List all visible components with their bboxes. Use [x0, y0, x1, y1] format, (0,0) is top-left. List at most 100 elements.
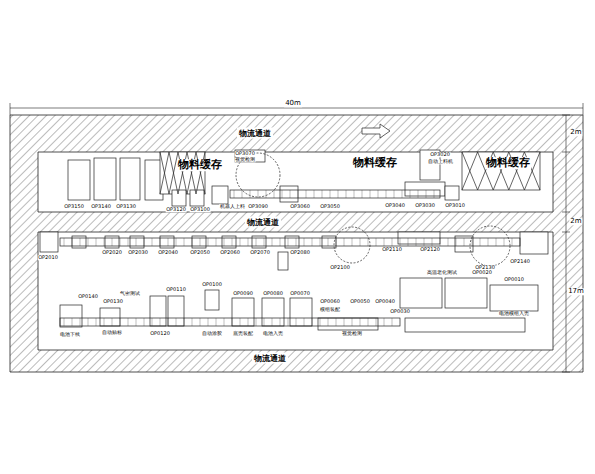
roller: [242, 190, 243, 198]
roller: [64, 238, 65, 246]
roller: [306, 190, 307, 198]
station-label: OP0070: [290, 291, 311, 296]
roller: [328, 318, 329, 326]
roller: [330, 190, 331, 198]
roller: [282, 190, 283, 198]
roller: [386, 190, 387, 198]
roller: [290, 190, 291, 198]
roller: [264, 238, 265, 246]
station-label: OP0090: [233, 291, 254, 296]
roller: [216, 238, 217, 246]
roller: [378, 190, 379, 198]
station-label: 底壳装配: [233, 331, 254, 336]
roller: [352, 238, 353, 246]
conveyor: [60, 238, 520, 246]
roller: [80, 318, 81, 326]
roller: [432, 238, 433, 246]
roller: [256, 318, 257, 326]
roller: [200, 318, 201, 326]
flow-arrow: [362, 124, 390, 138]
station-label: 自动贴标: [102, 330, 123, 335]
roller: [258, 190, 259, 198]
roller: [394, 190, 395, 198]
station-label: OP3140: [91, 204, 112, 209]
machine-outline: [520, 232, 548, 254]
roller: [208, 238, 209, 246]
roller: [160, 318, 161, 326]
roller: [360, 238, 361, 246]
station-label: OP3020: [430, 152, 451, 157]
roller: [224, 318, 225, 326]
station-label: OP3120: [166, 207, 187, 212]
conveyor: [230, 190, 440, 198]
station-label: OP0020: [472, 270, 493, 275]
roller: [368, 318, 369, 326]
roller: [264, 318, 265, 326]
roller: [80, 238, 81, 246]
machine-outline: [60, 305, 82, 327]
roller: [320, 238, 321, 246]
dimension-lines: [10, 103, 583, 372]
roller: [472, 238, 473, 246]
machines: [40, 150, 548, 332]
machine-outline: [262, 298, 284, 326]
roller: [312, 238, 313, 246]
machine-outline: [40, 232, 58, 252]
machine-outline: [405, 318, 525, 332]
roller: [232, 318, 233, 326]
roller: [128, 318, 129, 326]
roller: [336, 238, 337, 246]
roller: [240, 238, 241, 246]
station-label: 电池入壳: [263, 331, 284, 336]
roller: [362, 190, 363, 198]
roller: [72, 318, 73, 326]
machine-outline: [172, 190, 186, 206]
station-label: OP0100: [202, 282, 223, 287]
roller: [448, 238, 449, 246]
station-label: 视觉检测: [342, 331, 363, 336]
station-label: OP2050: [190, 250, 211, 255]
hatched-frame: [10, 115, 583, 372]
machine-outline: [405, 182, 445, 196]
roller: [464, 238, 465, 246]
roller: [480, 238, 481, 246]
roller: [280, 318, 281, 326]
roller: [402, 190, 403, 198]
roller: [104, 318, 105, 326]
roller: [64, 318, 65, 326]
roller: [272, 318, 273, 326]
station-label: OP2060: [220, 250, 241, 255]
station-label: OP0050: [350, 299, 371, 304]
roller: [144, 238, 145, 246]
roller: [416, 238, 417, 246]
roller: [256, 238, 257, 246]
station-label: OP3060: [290, 204, 311, 209]
machine-outline: [100, 308, 120, 326]
roller: [434, 190, 435, 198]
machine-outline: [280, 186, 298, 202]
corridor-label: 物流通道: [237, 128, 273, 139]
roller: [456, 238, 457, 246]
station-label: OP2030: [128, 250, 149, 255]
roller: [440, 238, 441, 246]
machine-outline: [318, 318, 378, 330]
machine-outline: [290, 298, 312, 326]
roller: [96, 318, 97, 326]
roller: [488, 238, 489, 246]
station-label: OP3150: [64, 204, 85, 209]
roller: [184, 238, 185, 246]
station-label: OP2140: [510, 259, 531, 264]
roller: [360, 318, 361, 326]
station-label: 气密测试: [120, 291, 141, 296]
roller: [128, 238, 129, 246]
roller: [424, 238, 425, 246]
roller: [192, 318, 193, 326]
machine-outline: [68, 160, 90, 200]
roller: [272, 238, 273, 246]
station-label: OP3050: [320, 204, 341, 209]
roller: [160, 238, 161, 246]
roller: [312, 318, 313, 326]
roller: [354, 190, 355, 198]
buffer-cross: [160, 152, 169, 194]
roller: [280, 238, 281, 246]
